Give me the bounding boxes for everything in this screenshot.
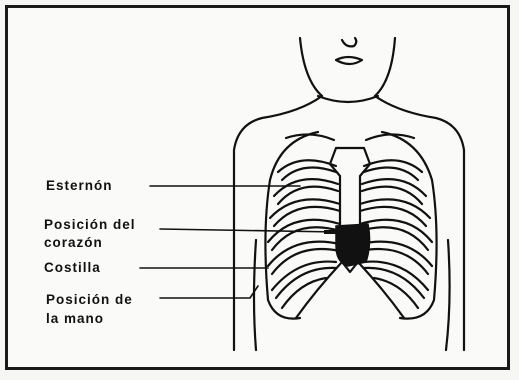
clavicle-left	[286, 134, 334, 140]
rib-left	[274, 207, 340, 226]
rib-left	[282, 278, 326, 308]
neck-outline	[300, 38, 322, 96]
clavicle-right	[366, 134, 414, 140]
rib-right	[360, 207, 426, 226]
nose-outline	[342, 38, 356, 46]
rib-right	[364, 268, 424, 298]
label-heart-position-line2: corazón	[44, 235, 103, 251]
rib-right	[360, 220, 432, 242]
leader-line-hand	[160, 286, 258, 298]
label-rib: Costilla	[44, 260, 101, 276]
arm-line-left	[254, 240, 256, 350]
leader-line-heart	[160, 229, 336, 232]
rib-right	[374, 278, 418, 308]
chin-outline	[318, 96, 378, 102]
heart-position-marker	[336, 224, 370, 266]
costal-margin	[358, 262, 404, 318]
sternum	[330, 148, 370, 228]
label-hand-position-line1: Posición de	[46, 292, 133, 308]
costal-margin	[296, 262, 342, 318]
label-heart-position-line1: Posición del	[44, 217, 136, 233]
arm-line-right	[446, 240, 450, 350]
label-sternum: Esternón	[46, 178, 113, 194]
rib-left	[276, 268, 336, 298]
mouth-outline	[336, 57, 362, 64]
label-hand-position-line2: la mano	[46, 311, 104, 327]
neck-outline	[375, 38, 395, 96]
